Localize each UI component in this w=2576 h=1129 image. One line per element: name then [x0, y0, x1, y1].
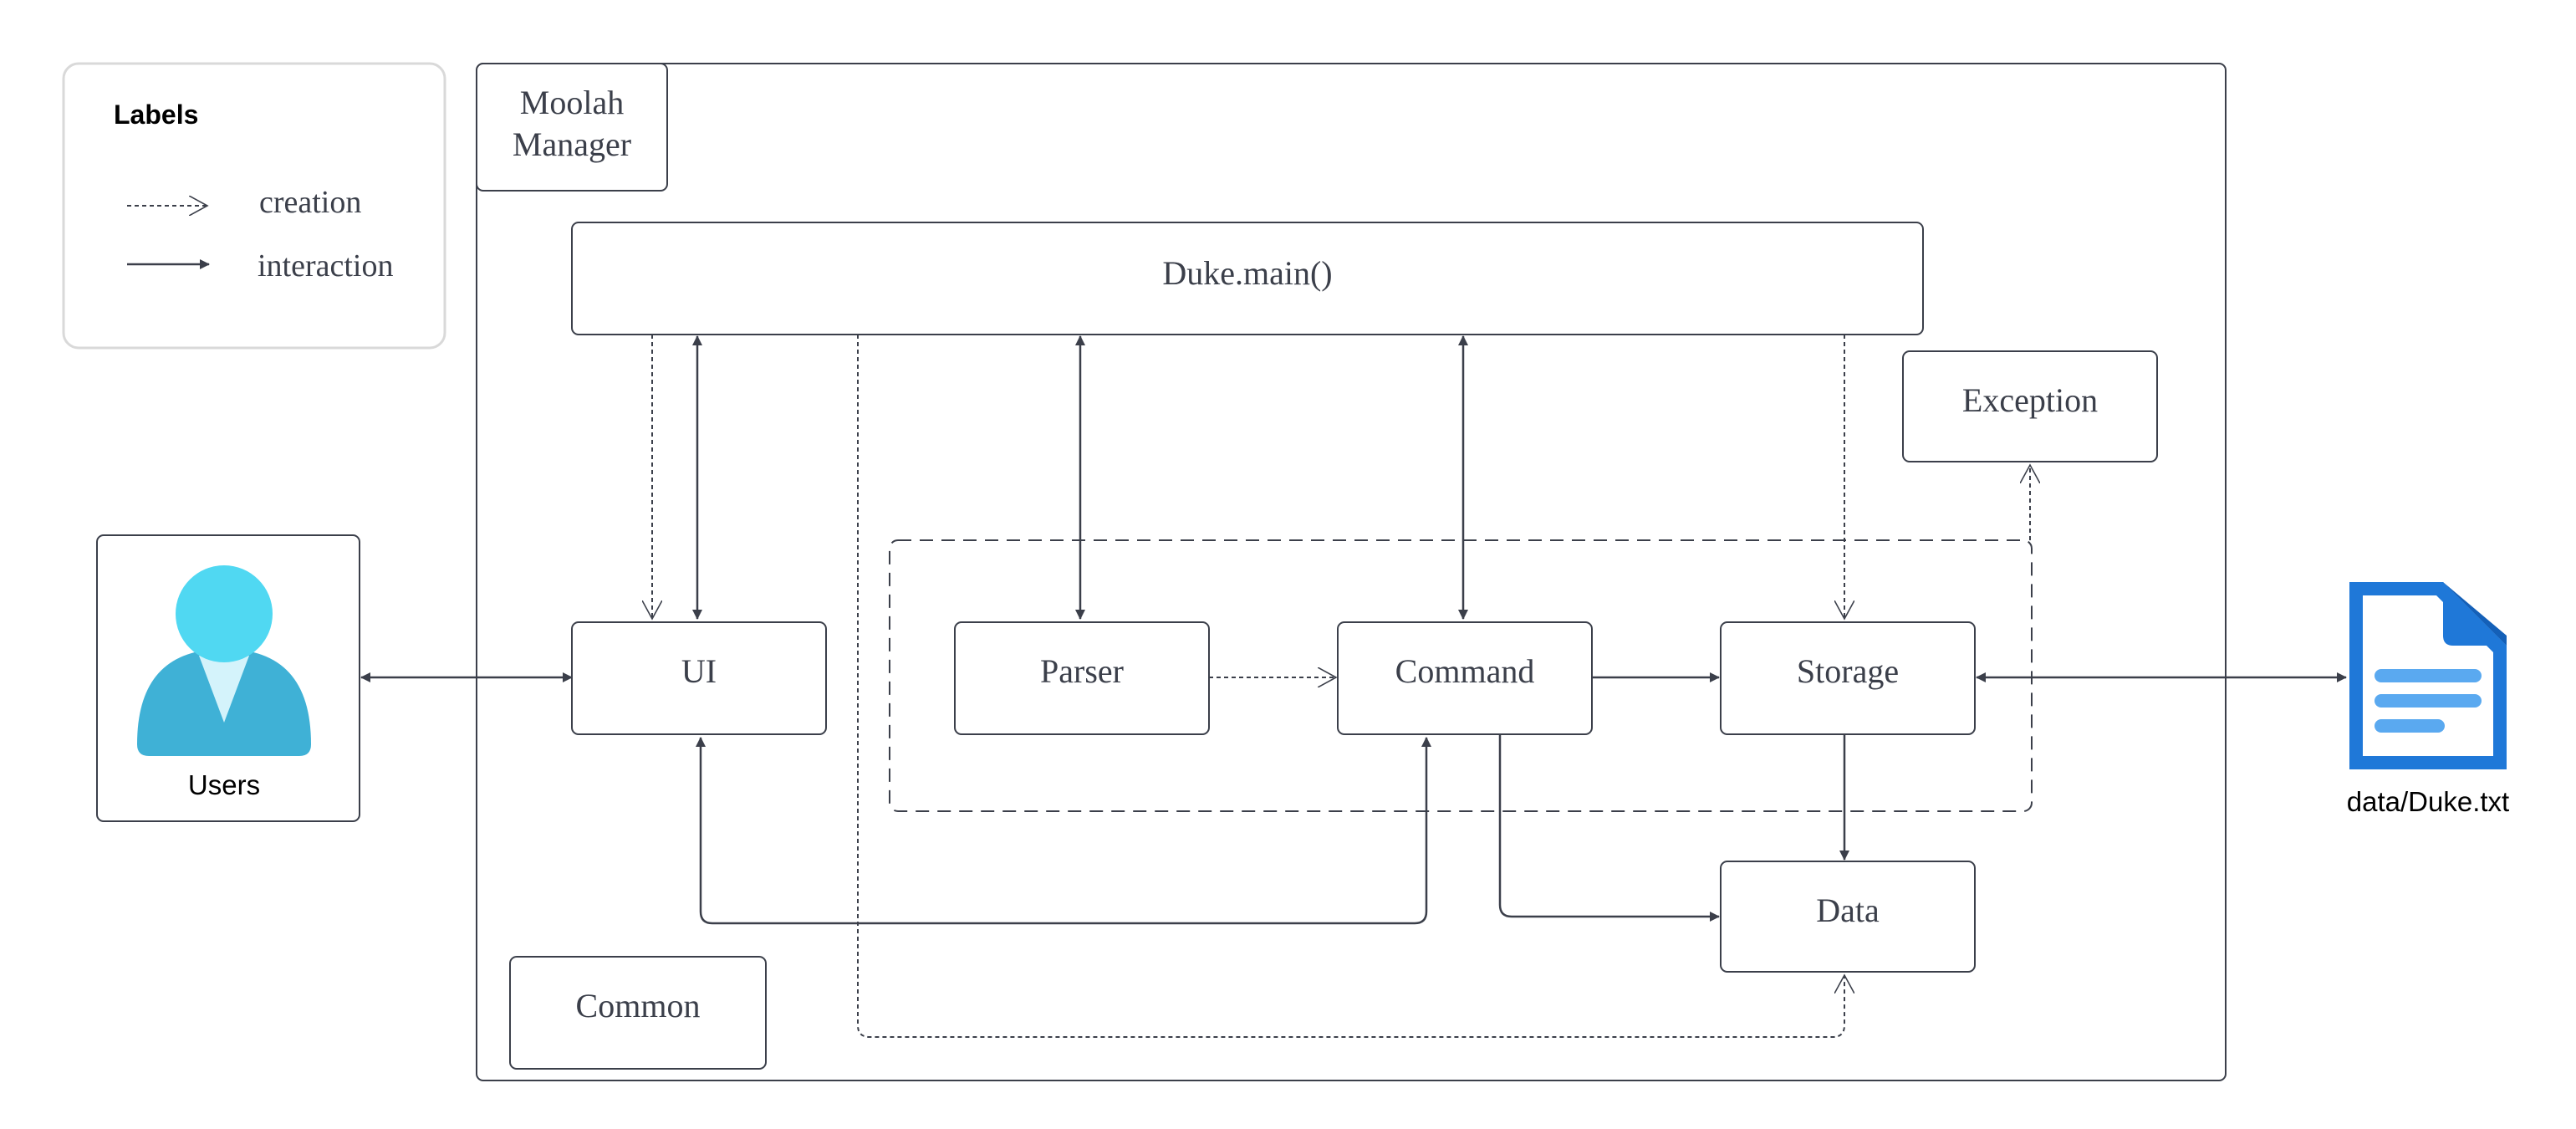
ui-box: UI: [571, 621, 827, 735]
command-label: Command: [1395, 652, 1535, 690]
data-file-label: data/Duke.txt: [2347, 786, 2509, 817]
main-box: Duke.main(): [571, 222, 1924, 335]
connectors: [360, 335, 2347, 1038]
common-box: Common: [509, 956, 767, 1070]
ui-label: UI: [681, 652, 717, 690]
system-title-line1: Moolah: [520, 84, 624, 121]
legend: Labels creation interaction: [62, 62, 446, 350]
data-file: data/Duke.txt: [2347, 582, 2509, 817]
user-icon: [137, 565, 311, 756]
legend-creation-label: creation: [259, 185, 361, 220]
command-data-interaction-arrow: [1498, 734, 1720, 922]
users-actor: Users: [96, 534, 360, 822]
legend-title: Labels: [114, 100, 198, 130]
system-title-line2: Manager: [513, 125, 631, 163]
exception-label: Exception: [1962, 381, 2098, 419]
main-label: Duke.main(): [1162, 254, 1332, 292]
common-label: Common: [576, 987, 701, 1024]
users-label: Users: [188, 769, 260, 800]
parser-box: Parser: [954, 621, 1210, 735]
parser-label: Parser: [1040, 652, 1124, 690]
storage-label: Storage: [1797, 652, 1899, 690]
system-title-box: Moolah Manager: [476, 63, 668, 192]
data-label: Data: [1816, 891, 1880, 929]
command-ui-interaction-arrow: [696, 737, 1431, 925]
system-boundary: [476, 63, 2227, 1081]
command-box: Command: [1337, 621, 1593, 735]
storage-box: Storage: [1720, 621, 1976, 735]
exception-box: Exception: [1902, 350, 2158, 462]
data-box: Data: [1720, 861, 1976, 973]
main-creates-data-arrow: [857, 335, 1844, 1038]
legend-interaction-label: interaction: [258, 248, 393, 284]
file-icon: [2349, 582, 2507, 769]
